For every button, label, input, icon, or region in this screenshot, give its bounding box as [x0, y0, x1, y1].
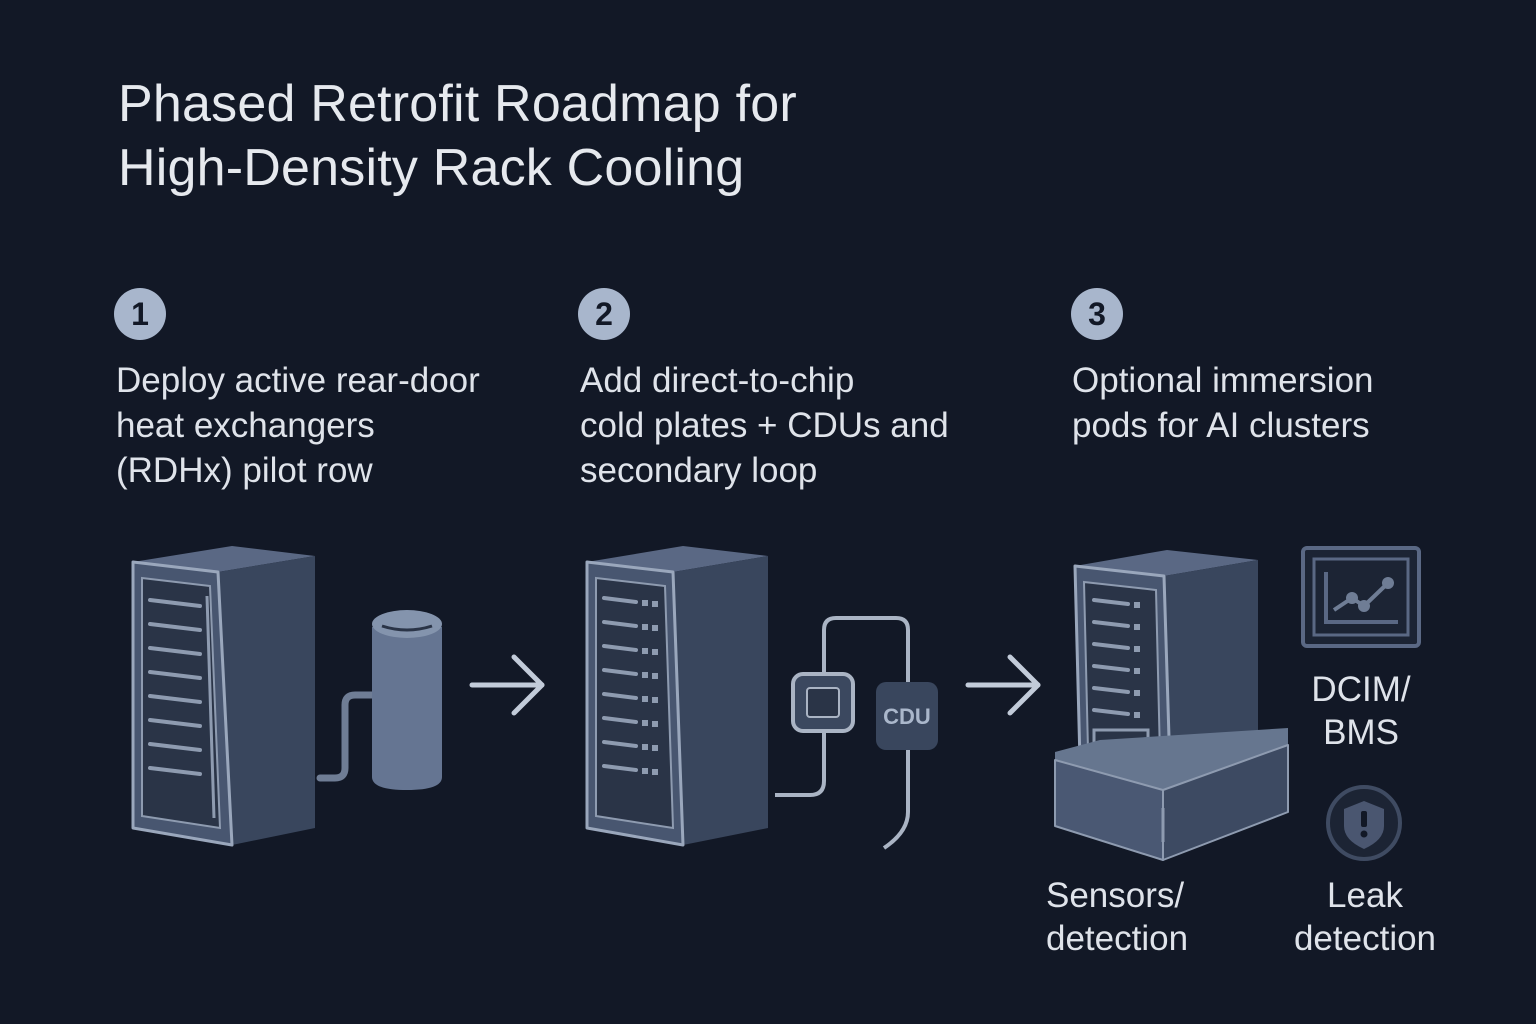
step-2-badge: 2	[578, 288, 630, 340]
leak-label-line-1: Leak	[1327, 876, 1403, 915]
step-2-line-2: cold plates + CDUs and	[580, 406, 949, 445]
shield-alert-icon	[1326, 785, 1402, 861]
leak-detection-label: Leak detection	[1280, 874, 1450, 960]
step-1-description: Deploy active rear-door heat exchangers …	[116, 358, 480, 493]
page-title: Phased Retrofit Roadmap for High-Density…	[118, 72, 797, 200]
server-rack-icon	[131, 546, 315, 847]
step-2-line-3: secondary loop	[580, 451, 818, 490]
step-2-description: Add direct-to-chip cold plates + CDUs an…	[580, 358, 949, 493]
server-rack-icon	[585, 546, 768, 847]
arrow-right-icon	[469, 654, 545, 716]
step-1-line-2: heat exchangers	[116, 406, 375, 445]
sensors-label-line-1: Sensors/	[1046, 876, 1185, 915]
dcim-label-line-1: DCIM/	[1311, 670, 1411, 709]
chart-monitor-icon	[1301, 546, 1421, 648]
step-1-line-1: Deploy active rear-door	[116, 361, 480, 400]
cold-plate-icon	[775, 616, 910, 850]
heat-exchanger-cylinder-icon	[316, 610, 442, 790]
cdu-box-icon	[876, 682, 938, 750]
step-1-badge: 1	[114, 288, 166, 340]
title-line-2: High-Density Rack Cooling	[118, 139, 745, 197]
sensors-detection-label: Sensors/ detection	[1046, 874, 1218, 960]
step-3-line-2: pods for AI clusters	[1072, 406, 1370, 445]
sensors-label-line-2: detection	[1046, 919, 1189, 958]
title-line-1: Phased Retrofit Roadmap for	[118, 75, 797, 133]
step-3-description: Optional immersion pods for AI clusters	[1072, 358, 1374, 448]
dcim-label-line-2: BMS	[1323, 713, 1399, 752]
dcim-bms-label: DCIM/ BMS	[1296, 668, 1426, 754]
step-3-badge: 3	[1071, 288, 1123, 340]
step-1-line-3: (RDHx) pilot row	[116, 451, 373, 490]
arrow-right-icon	[965, 654, 1041, 716]
immersion-tank-icon	[1054, 550, 1289, 861]
step-3-line-1: Optional immersion	[1072, 361, 1374, 400]
cdu-label: CDU	[883, 704, 931, 729]
step-2-line-1: Add direct-to-chip	[580, 361, 855, 400]
leak-label-line-2: detection	[1293, 919, 1437, 958]
